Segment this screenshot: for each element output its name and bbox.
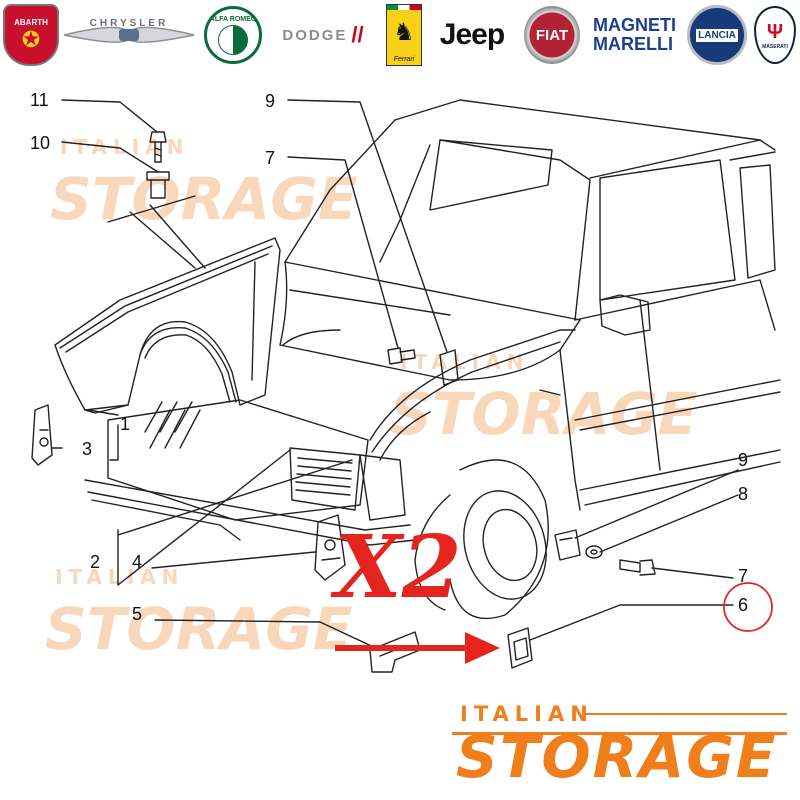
abarth-scorpion-icon: ABARTH ✪ (2, 4, 60, 66)
part-9-clip (439, 349, 581, 561)
leader-lines (51, 99, 739, 651)
callout-label: 2 (90, 552, 100, 572)
callout-label: 7 (738, 566, 748, 586)
callout-labels: 11 10 9 7 3 1 2 4 5 9 8 7 6 (30, 90, 748, 624)
alfa-romeo-roundel-icon: ALFA ROMEO (200, 4, 266, 66)
highlight-arrow (335, 632, 500, 664)
magneti-marelli-wordmark-icon: MAGNETI MARELLI (593, 15, 676, 54)
callout-label: 1 (120, 414, 130, 434)
callout-label: 11 (30, 90, 49, 110)
jeep-wordmark-icon: Jeep (439, 18, 505, 51)
part-8-washer (585, 545, 603, 559)
part-3-bracket (31, 404, 53, 466)
callout-label: 7 (265, 148, 275, 168)
part-6-nut-clip (507, 627, 533, 669)
highlight-circle (723, 582, 773, 632)
car-body (84, 99, 781, 620)
fender-fastener-guide (107, 195, 206, 269)
callout-label: 3 (82, 439, 92, 459)
fiat-shield-icon: FIAT (522, 4, 582, 66)
callout-label: 6 (738, 595, 748, 615)
maserati-trident-icon: Ψ MASERATI (752, 4, 798, 66)
part-4-bracket (314, 514, 346, 581)
callout-label: 5 (132, 604, 142, 624)
lancia-shield-icon: LANCIA (684, 4, 750, 66)
ferrari-horse-icon: ♞ Ferrari (384, 4, 424, 66)
chrysler-wings-graphic (63, 26, 195, 43)
brand-bar: ABARTH ✪ CHRYSLER ALFA ROMEO DODGE // ♞ … (0, 0, 800, 70)
part-7-bolt (387, 347, 656, 576)
part-11-screw (149, 131, 167, 163)
part-10-spacer (146, 171, 170, 199)
callout-label: 8 (738, 484, 748, 504)
chrysler-wings-icon: CHRYSLER (62, 4, 196, 66)
front-fender-part (54, 237, 281, 414)
part-5-clip (369, 631, 421, 673)
dodge-stripes-icon: DODGE // (282, 22, 364, 47)
callout-label: 9 (738, 450, 748, 470)
callout-label: 4 (132, 552, 142, 572)
quantity-label: X2 (335, 517, 462, 618)
callout-label: 9 (265, 91, 275, 111)
italian-storage-logo: ITALIAN STORAGE (452, 698, 792, 798)
exploded-parts-diagram: 11 10 9 7 3 1 2 4 5 9 8 7 6 (30, 90, 781, 673)
callout-label: 10 (30, 133, 50, 153)
